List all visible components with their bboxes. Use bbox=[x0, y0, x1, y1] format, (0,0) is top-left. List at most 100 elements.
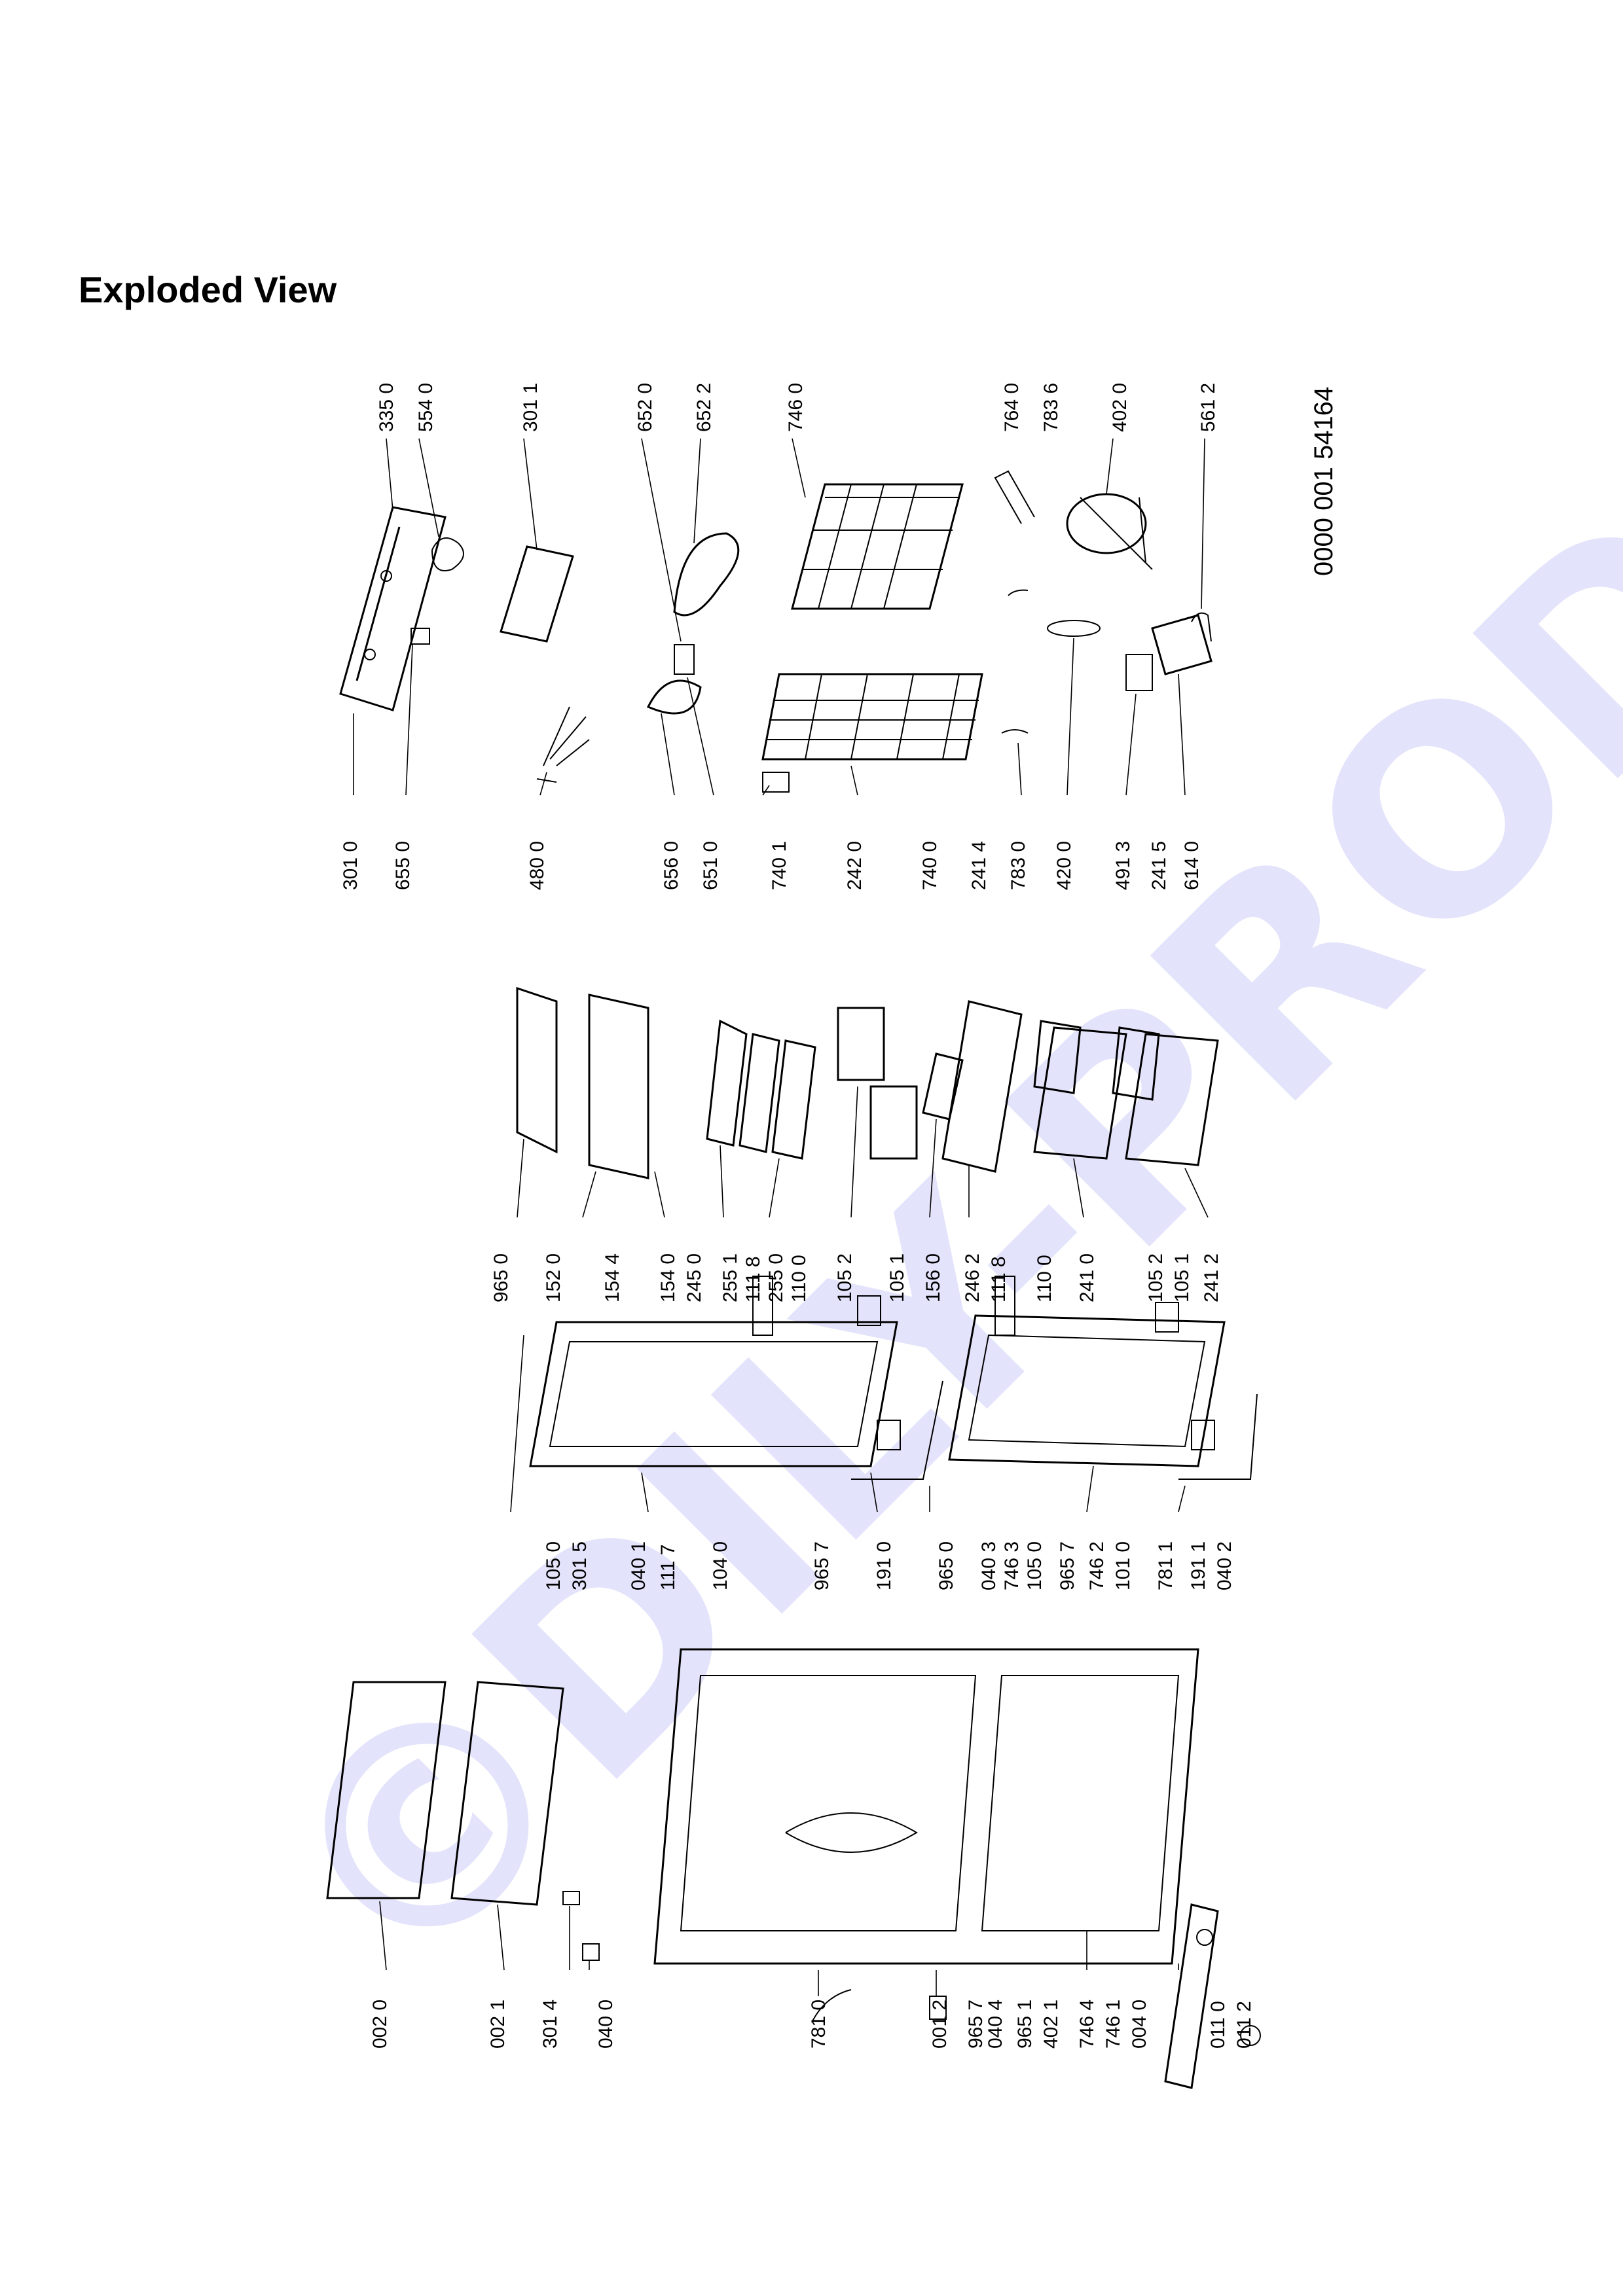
label-040-4: 040 4 bbox=[985, 2000, 1006, 2049]
label-783-6: 783 6 bbox=[1040, 383, 1062, 432]
hinge-105-2-top bbox=[857, 1295, 881, 1326]
label-156-0: 156 0 bbox=[922, 1253, 944, 1302]
label-191-1: 191 1 bbox=[1188, 1541, 1209, 1590]
label-154-4: 154 4 bbox=[602, 1253, 623, 1302]
label-746-3: 746 3 bbox=[1001, 1541, 1023, 1590]
label-110-0-b: 110 0 bbox=[1034, 1255, 1055, 1302]
shelf-frame-246 bbox=[941, 1000, 1023, 1173]
top-cover-002-0 bbox=[326, 1681, 447, 1899]
label-040-1: 040 1 bbox=[628, 1541, 649, 1590]
label-402-0: 402 0 bbox=[1109, 383, 1131, 432]
label-652-0: 652 0 bbox=[634, 383, 656, 432]
part-labels: 301 0 655 0 480 0 656 0 651 0 740 1 242 … bbox=[340, 383, 1255, 2049]
label-965-1: 965 1 bbox=[1014, 2000, 1036, 2049]
handle-110-top bbox=[752, 1276, 773, 1336]
drawer-front-241-4 bbox=[1033, 1020, 1082, 1094]
gasket-191-0 bbox=[851, 1380, 943, 1480]
rail-011 bbox=[1164, 1903, 1219, 2089]
label-301-5: 301 5 bbox=[569, 1541, 591, 1590]
evaporator-grid bbox=[791, 483, 964, 610]
label-746-4: 746 4 bbox=[1076, 2000, 1098, 2049]
label-245-0: 245 0 bbox=[684, 1253, 705, 1302]
label-651-0: 651 0 bbox=[700, 841, 721, 890]
label-402-1: 402 1 bbox=[1040, 2000, 1062, 2049]
fridge-door bbox=[529, 1321, 898, 1467]
relay-box bbox=[1125, 654, 1153, 691]
filter-dryer bbox=[1047, 620, 1101, 637]
label-040-3: 040 3 bbox=[978, 1541, 1000, 1590]
label-101-0: 101 0 bbox=[1112, 1541, 1134, 1590]
label-652-2: 652 2 bbox=[693, 383, 715, 432]
label-764-0: 764 0 bbox=[1001, 383, 1023, 432]
label-241-5: 241 5 bbox=[1148, 841, 1170, 890]
label-781-0: 781 0 bbox=[808, 2000, 830, 2049]
label-656-0: 656 0 bbox=[661, 841, 682, 890]
label-561-2: 561 2 bbox=[1197, 383, 1219, 432]
label-301-1: 301 1 bbox=[520, 383, 541, 432]
label-255-0: 255 0 bbox=[765, 1253, 787, 1302]
wiring-harness bbox=[536, 706, 590, 783]
label-105-2-a: 105 2 bbox=[834, 1253, 856, 1302]
door-box-242b bbox=[869, 1085, 918, 1160]
handle-110-bottom bbox=[994, 1276, 1015, 1336]
glass-shelf-255 bbox=[739, 1033, 780, 1153]
part-illustrations bbox=[326, 470, 1261, 2089]
label-335-0: 335 0 bbox=[376, 383, 397, 432]
label-040-0: 040 0 bbox=[595, 2000, 617, 2049]
label-480-0: 480 0 bbox=[526, 841, 548, 890]
glass-shelf-245 bbox=[706, 1019, 748, 1147]
grid-156 bbox=[922, 1052, 964, 1121]
label-002-1: 002 1 bbox=[487, 2000, 509, 2049]
lamp-housing bbox=[646, 679, 702, 715]
label-105-0-a: 105 0 bbox=[543, 1541, 564, 1590]
label-040-2: 040 2 bbox=[1214, 1541, 1235, 1590]
label-105-2-b: 105 2 bbox=[1145, 1253, 1167, 1302]
freezer-door bbox=[948, 1314, 1226, 1467]
label-301-4: 301 4 bbox=[539, 2000, 561, 2049]
condenser-grid bbox=[761, 673, 983, 761]
label-746-0: 746 0 bbox=[785, 383, 807, 432]
label-740-0: 740 0 bbox=[919, 841, 941, 890]
label-781-1: 781 1 bbox=[1155, 1541, 1176, 1590]
fan-001-2 bbox=[929, 1996, 947, 2020]
label-105-1-a: 105 1 bbox=[886, 1253, 908, 1302]
leader-lines bbox=[353, 438, 1209, 1996]
gasket-191-1 bbox=[1178, 1393, 1258, 1480]
label-746-1: 746 1 bbox=[1103, 2000, 1124, 2049]
label-965-0-b: 965 0 bbox=[936, 1541, 957, 1590]
label-241-2: 241 2 bbox=[1201, 1253, 1222, 1302]
crisper-drawer-241-2 bbox=[1125, 1033, 1219, 1166]
cabinet bbox=[653, 1648, 1199, 1965]
label-420-0: 420 0 bbox=[1053, 841, 1075, 890]
label-783-0: 783 0 bbox=[1008, 841, 1029, 890]
label-111-8-a: 111 8 bbox=[742, 1256, 764, 1302]
bracket-561 bbox=[1191, 612, 1212, 642]
clip-040-0 bbox=[582, 1943, 600, 1961]
tube-783 bbox=[1001, 729, 1029, 734]
top-frame-002-1 bbox=[450, 1681, 564, 1906]
label-241-0: 241 0 bbox=[1076, 1253, 1098, 1302]
pipe-764 bbox=[994, 470, 1035, 524]
label-655-0: 655 0 bbox=[392, 841, 414, 890]
label-001-2: 001 2 bbox=[929, 2000, 951, 2049]
label-965-7-c: 965 7 bbox=[965, 2000, 987, 2049]
label-154-0: 154 0 bbox=[657, 1253, 679, 1302]
drawer-front-241-5 bbox=[1112, 1026, 1160, 1101]
lamp-cable bbox=[431, 537, 464, 571]
label-491-3: 491 3 bbox=[1112, 841, 1134, 890]
bottle-shelf-152 bbox=[516, 986, 558, 1154]
label-111-7: 111 7 bbox=[657, 1544, 679, 1590]
label-255-1: 255 1 bbox=[720, 1253, 741, 1302]
foot-screw bbox=[1240, 2025, 1261, 2046]
label-242-0: 242 0 bbox=[844, 841, 866, 890]
label-746-2: 746 2 bbox=[1086, 1541, 1108, 1590]
label-965-7-b: 965 7 bbox=[1057, 1541, 1078, 1590]
drain-pipe-781-0 bbox=[811, 1989, 852, 2023]
watermark: ©DILY-PRODEJ.cz bbox=[215, 0, 1623, 2043]
label-002-0: 002 0 bbox=[369, 2000, 391, 2049]
label-740-1: 740 1 bbox=[769, 841, 790, 890]
hinge-105-1-bottom bbox=[1191, 1420, 1215, 1450]
door-box-242a bbox=[837, 1007, 885, 1081]
label-105-0-b: 105 0 bbox=[1024, 1541, 1046, 1590]
